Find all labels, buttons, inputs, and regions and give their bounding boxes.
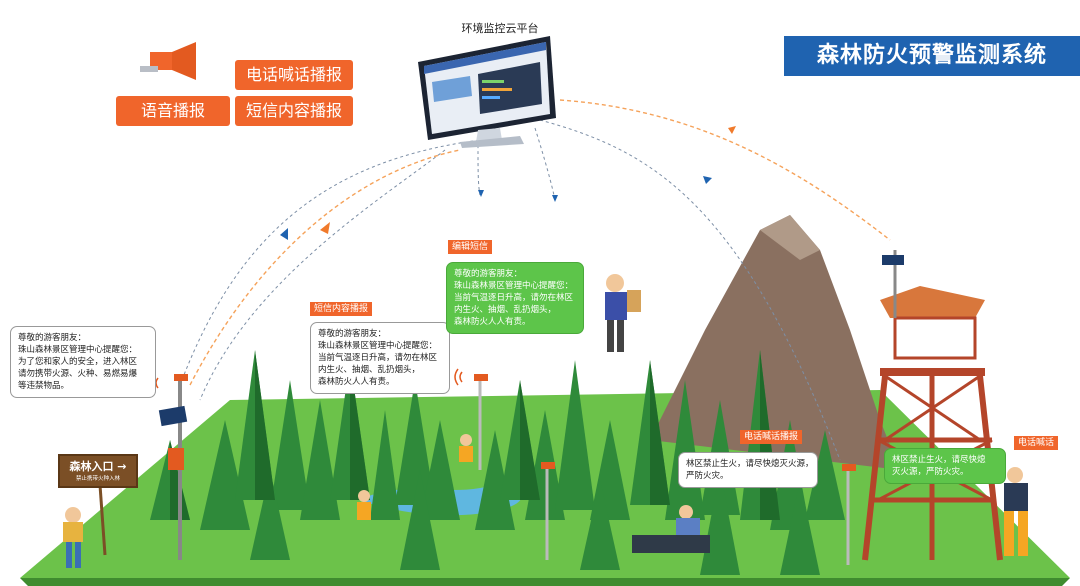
- signal-arc: [189, 149, 461, 386]
- person-phone: [1004, 467, 1028, 556]
- speaker-icon: [140, 42, 196, 80]
- message-bubble-right: 林区禁止生火，请尽快熄灭火源， 严防火灾。: [678, 452, 818, 488]
- tag-phone-broadcast: 电话喊话播报: [740, 430, 803, 444]
- voice-broadcast-button[interactable]: 语音播报: [116, 96, 230, 126]
- tag-edit-sms: 编辑短信: [448, 240, 493, 254]
- platform-label: 环境监控云平台: [461, 22, 539, 35]
- message-bubble-middle: 尊敬的游客朋友： 珠山森林景区管理中心提醒您： 当前气温逐日升高，请勿在林区 内…: [310, 322, 450, 394]
- phone-shout-bubble: 林区禁止生火，请尽快熄 灭火源，严防火灾。: [884, 448, 1006, 484]
- mountain: [650, 215, 900, 470]
- ground-edge: [20, 578, 1070, 586]
- person-camping: [632, 505, 710, 553]
- person-hiker: [63, 507, 83, 568]
- signal-arc: [181, 139, 481, 381]
- edit-sms-bubble[interactable]: 尊敬的游客朋友： 珠山森林景区管理中心提醒您： 当前气温逐日升高，请勿在林区 内…: [446, 262, 584, 334]
- monitor-icon: [418, 36, 556, 148]
- solar-pole: [158, 374, 188, 560]
- person-walking: [605, 274, 641, 352]
- forest-entrance-sign: 森林入口 → 禁止携带火种入林: [58, 454, 138, 488]
- phone-shout-broadcast-button[interactable]: 电话喊话播报: [235, 60, 353, 90]
- tag-phone-shout: 电话喊话: [1014, 436, 1059, 450]
- person-kid: [357, 434, 473, 520]
- signal-arc: [559, 99, 891, 241]
- message-bubble-left: 尊敬的游客朋友： 珠山森林景区管理中心提醒您： 为了您和家人的安全，进入林区 请…: [10, 326, 156, 398]
- page-title: 森林防火预警监测系统: [784, 36, 1080, 76]
- tag-sms-broadcast: 短信内容播报: [310, 302, 373, 316]
- sms-content-broadcast-button[interactable]: 短信内容播报: [235, 96, 353, 126]
